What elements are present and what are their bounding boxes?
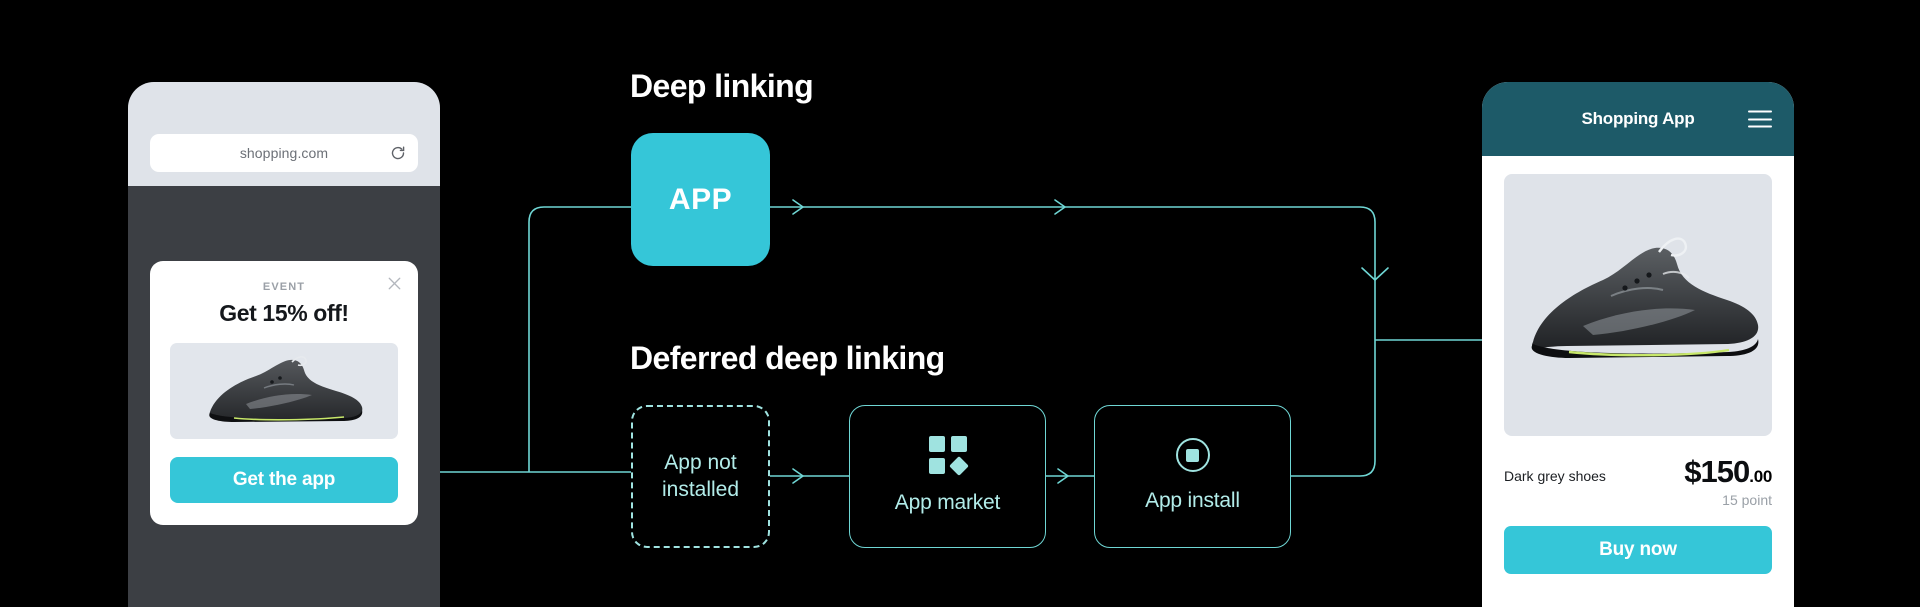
app-node-label: APP bbox=[668, 182, 733, 216]
close-icon[interactable] bbox=[385, 274, 404, 293]
price-cents: .00 bbox=[1749, 467, 1772, 486]
section-title-deferred-deep-linking: Deferred deep linking bbox=[630, 340, 945, 376]
url-text: shopping.com bbox=[239, 145, 329, 161]
price-points: 15 point bbox=[1722, 492, 1772, 508]
shoe-illustration bbox=[209, 356, 363, 422]
flow-node-label: App market bbox=[894, 491, 1001, 515]
product-row: Dark grey shoes $150.00 15 point bbox=[1504, 454, 1772, 508]
hamburger-icon[interactable] bbox=[1748, 110, 1772, 128]
app-install-icon bbox=[1175, 438, 1210, 473]
flow-node-label: App install bbox=[1145, 489, 1240, 513]
url-bar[interactable]: shopping.com bbox=[150, 134, 418, 172]
promo-title: Get 15% off! bbox=[219, 300, 349, 326]
product-area: Dark grey shoes $150.00 15 point Buy now bbox=[1482, 156, 1794, 574]
flow-node-label-line2: installed bbox=[661, 477, 740, 501]
section-title-deep-linking: Deep linking bbox=[630, 68, 814, 104]
promo-kicker: EVENT bbox=[262, 281, 306, 293]
price-block: $150.00 15 point bbox=[1684, 454, 1772, 508]
browser-phone: shopping.com EVENT Get 15% off! bbox=[128, 82, 440, 607]
app-title: Shopping App bbox=[1581, 109, 1695, 128]
browser-chrome: shopping.com bbox=[128, 82, 440, 186]
promo-product-image bbox=[170, 343, 398, 439]
get-the-app-button[interactable]: Get the app bbox=[170, 457, 398, 503]
flow-node-app-install[interactable]: App install bbox=[1094, 405, 1291, 548]
app-market-icon bbox=[928, 436, 969, 476]
price-main: $150 bbox=[1684, 454, 1750, 489]
reload-icon[interactable] bbox=[390, 145, 406, 161]
app-phone: Shopping App bbox=[1482, 82, 1794, 607]
buy-now-button[interactable]: Buy now bbox=[1504, 526, 1772, 574]
promo-modal: EVENT Get 15% off! bbox=[150, 261, 418, 525]
flow-node-app-market[interactable]: App market bbox=[849, 405, 1046, 548]
product-name: Dark grey shoes bbox=[1504, 468, 1606, 484]
flow-node-label-line1: App not bbox=[664, 450, 737, 474]
app-bar: Shopping App bbox=[1482, 82, 1794, 156]
shoe-illustration bbox=[1531, 237, 1759, 358]
app-node[interactable]: APP bbox=[631, 133, 770, 266]
flow-node-app-not-installed[interactable]: App not installed bbox=[631, 405, 770, 548]
product-image bbox=[1504, 174, 1772, 436]
